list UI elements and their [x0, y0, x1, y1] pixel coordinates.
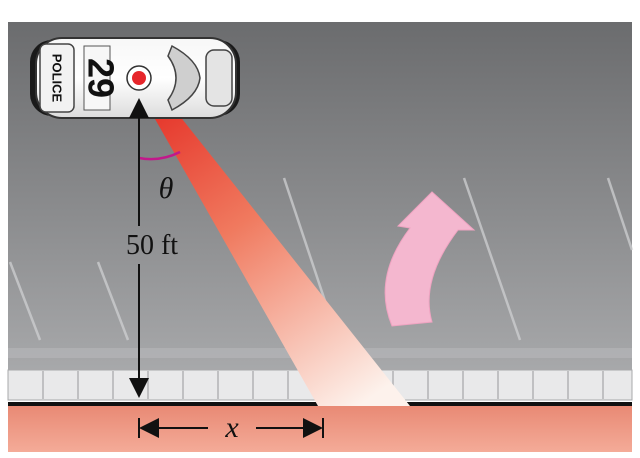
car-number: 29: [80, 58, 121, 98]
span-label: x: [224, 411, 239, 444]
rotation-arrow-icon: [384, 191, 476, 327]
angle-arc: [138, 150, 181, 161]
police-side-text: POLICE: [50, 54, 65, 103]
light-beam: [134, 76, 410, 406]
distance-label: 50 ft: [126, 230, 178, 261]
angle-label: θ: [159, 172, 174, 205]
police-car-icon: [30, 37, 240, 119]
